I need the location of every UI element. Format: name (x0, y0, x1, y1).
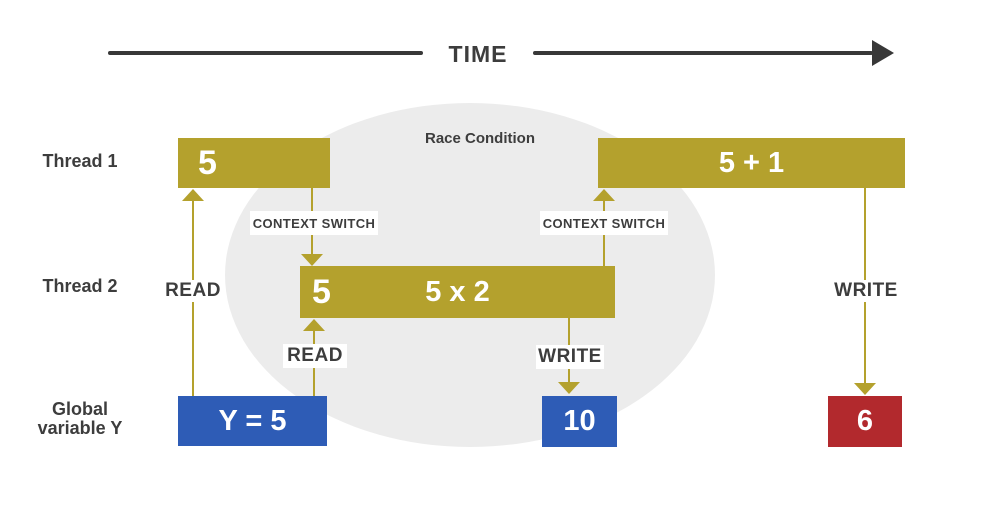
time-axis-line-left (108, 51, 423, 55)
write2-label: WRITE (834, 280, 898, 302)
time-axis-line-right (533, 51, 873, 55)
thread1-read-value: 5 (198, 143, 217, 182)
read2-arrowhead-icon (303, 319, 325, 331)
global-variable-row-label-line2: variable Y (37, 418, 123, 438)
time-axis-arrowhead-icon (872, 40, 894, 66)
global-final-value: 6 (856, 405, 874, 437)
write1-label: WRITE (536, 345, 604, 369)
thread2-bar: 5 5 x 2 (300, 266, 615, 318)
global-final-value-box: 6 (828, 396, 902, 447)
thread1-row-label: Thread 1 (42, 151, 118, 171)
context-switch2-arrowhead-icon (593, 189, 615, 201)
global-intermediate-value-box: 10 (542, 396, 617, 447)
context-switch2-label: CONTEXT SWITCH (540, 211, 668, 235)
write2-arrowhead-icon (854, 383, 876, 395)
read2-label: READ (283, 344, 347, 368)
context-switch1-label: CONTEXT SWITCH (250, 211, 378, 235)
thread2-read-value: 5 (312, 272, 331, 311)
time-axis-label: TIME (448, 41, 508, 67)
thread1-increment-operation: 5 + 1 (718, 146, 785, 179)
context-switch1-arrowhead-icon (301, 254, 323, 266)
thread2-multiply-operation: 5 x 2 (425, 275, 490, 308)
global-variable-row-label-line1: Global (51, 399, 108, 419)
global-variable-row-label: Global variable Y (10, 400, 150, 438)
read1-arrowhead-icon (182, 189, 204, 201)
global-initial-value: Y = 5 (218, 404, 287, 437)
thread1-read-bar: 5 (178, 138, 330, 188)
global-initial-value-box: Y = 5 (178, 396, 327, 446)
write1-arrowhead-icon (558, 382, 580, 394)
race-condition-label: Race Condition (424, 130, 535, 147)
global-intermediate-value: 10 (563, 405, 596, 437)
thread2-row-label: Thread 2 (42, 276, 118, 296)
read1-label: READ (163, 280, 223, 302)
thread1-increment-bar: 5 + 1 (598, 138, 905, 188)
